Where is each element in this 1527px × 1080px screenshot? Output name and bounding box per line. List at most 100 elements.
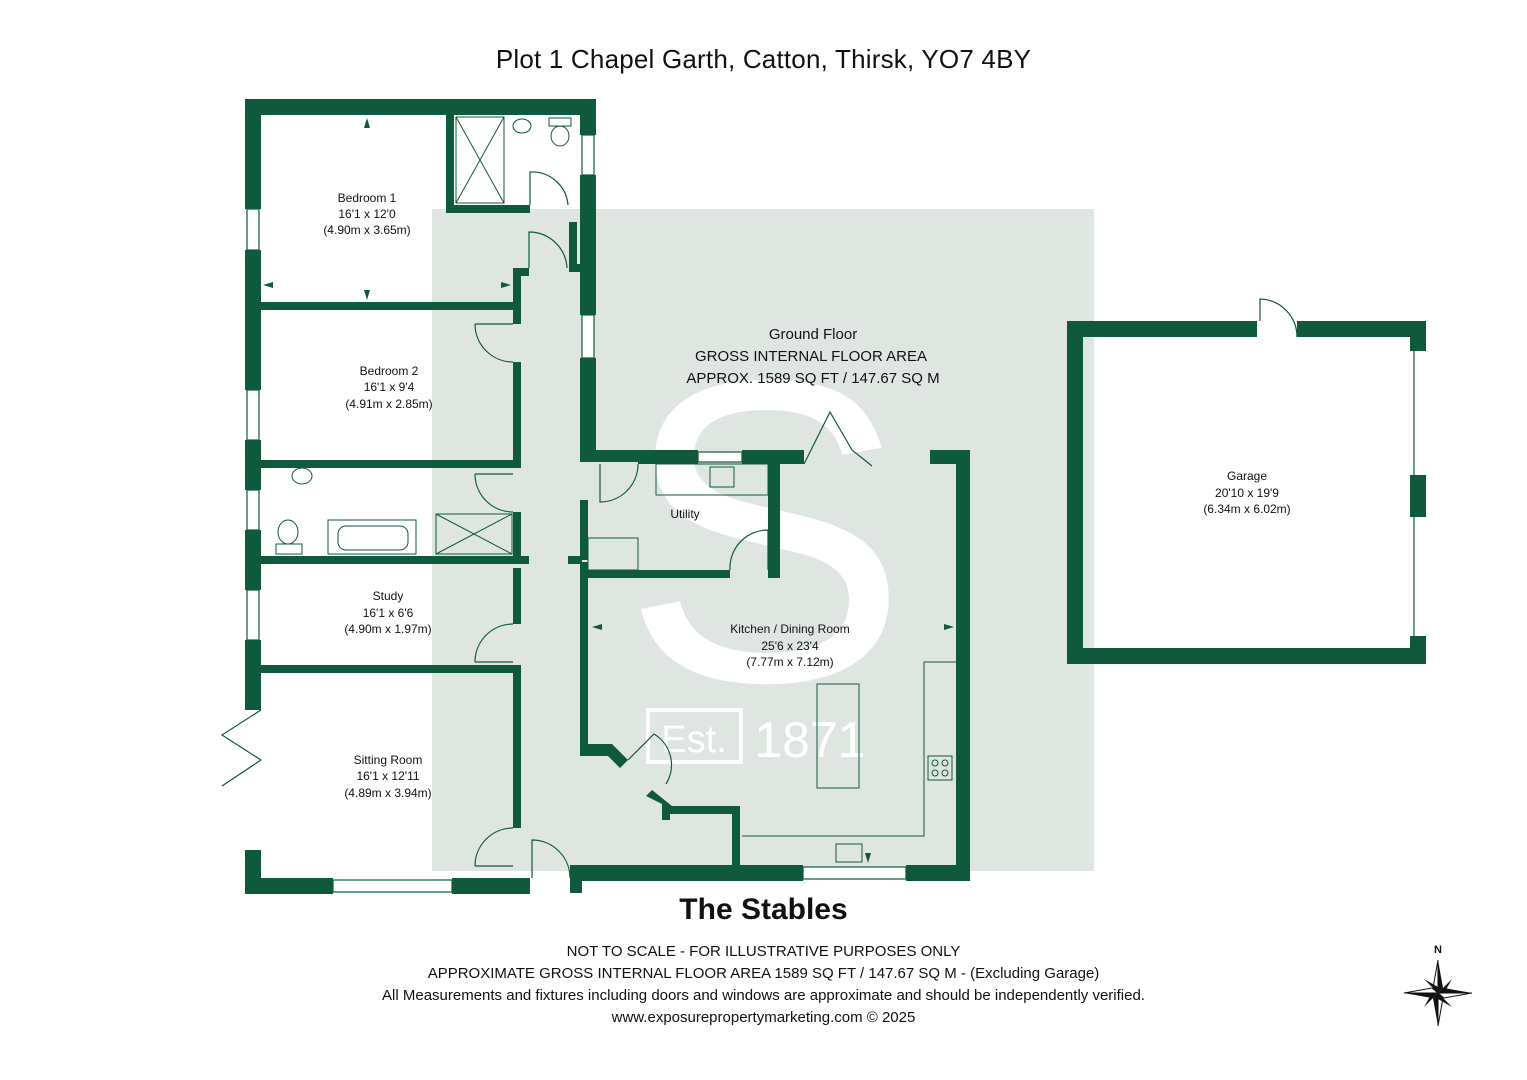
wall-bed1-bed2	[261, 302, 515, 310]
wall-corridor-e	[513, 670, 521, 828]
door-bathroom	[474, 473, 514, 513]
door-sitting	[474, 827, 514, 867]
hob	[927, 755, 953, 781]
room-bedroom2-imperial: 16'1 x 9'4	[364, 380, 415, 394]
wall-left-study-b	[245, 640, 261, 710]
watermark-est: Est.	[661, 719, 726, 761]
room-study-metric: (4.90m x 1.97m)	[344, 622, 431, 636]
windows	[246, 134, 1415, 893]
wall-angled-hall	[580, 744, 628, 768]
wall-utility-right	[768, 464, 780, 578]
utility-worktop	[655, 463, 769, 496]
wall-garage-right-bottom	[1410, 636, 1426, 664]
room-study-imperial: 16'1 x 6'6	[363, 606, 414, 620]
room-garage-imperial: 20'10 x 19'9	[1215, 486, 1279, 500]
room-labels: Bedroom 1 16'1 x 12'0 (4.90m x 3.65m) Be…	[323, 191, 1290, 800]
wall-corridor-a	[513, 268, 521, 324]
wall-ensuite-bottom	[446, 205, 530, 213]
room-garage-metric: (6.34m x 6.02m)	[1203, 502, 1290, 516]
room-study-name: Study	[373, 589, 404, 603]
wall-bottom-step	[570, 865, 582, 893]
wall-garage-bottom	[1067, 648, 1425, 664]
wall-utility-bottom	[580, 570, 730, 578]
room-kitchen-metric: (7.77m x 7.12m)	[746, 655, 833, 669]
wall-ensuite-door-jamb	[569, 222, 577, 270]
basin-ensuite	[512, 118, 532, 134]
door-front	[531, 839, 571, 879]
wall-ensuite-left	[446, 115, 454, 213]
wall-bottom-d	[906, 865, 970, 881]
door-bedroom1	[528, 231, 568, 269]
room-bedroom1-metric: (4.90m x 3.65m)	[323, 223, 410, 237]
window-utility	[697, 451, 743, 463]
toilet-cistern-bathroom	[275, 543, 303, 555]
room-kitchen-name: Kitchen / Dining Room	[730, 622, 849, 636]
window-bed1	[246, 208, 260, 251]
dimension-arrows	[263, 118, 954, 863]
door-study	[474, 623, 514, 663]
footer-area: APPROXIMATE GROSS INTERNAL FLOOR AREA 15…	[427, 965, 1100, 982]
wall-right-mid	[580, 358, 596, 458]
wall-corridor-b	[513, 362, 521, 468]
window-ensuite	[581, 134, 595, 176]
watermark: S Est. 1871	[432, 209, 1094, 871]
room-bedroom1-imperial: 16'1 x 12'0	[338, 207, 396, 221]
wall-left-upper	[245, 99, 261, 209]
wall-bottom-c	[570, 865, 803, 881]
wall-study-sitting	[261, 665, 521, 673]
watermark-year: 1871	[754, 712, 865, 768]
wall-right-upper	[580, 175, 596, 315]
wall-garage-top-a	[1067, 321, 1257, 337]
door-utility-top	[599, 463, 639, 503]
wall-garage-top-b	[1297, 321, 1425, 337]
basin-bathroom	[291, 467, 313, 485]
room-garage-name: Garage	[1227, 469, 1267, 483]
shower-bathroom	[435, 513, 513, 555]
window-sitting	[332, 879, 453, 893]
wall-kitchen-right	[956, 450, 970, 881]
toilet-ensuite	[550, 125, 570, 147]
wall-utility-top-a	[586, 450, 638, 462]
floor-name: Ground Floor	[769, 326, 857, 343]
window-bath	[246, 489, 260, 531]
wall-kitchen-left	[580, 562, 588, 752]
wall-garage-pier	[1410, 475, 1426, 517]
wall-bottom-b	[452, 878, 530, 894]
doors	[220, 171, 1298, 879]
fixtures	[275, 116, 956, 863]
area-value: APPROX. 1589 SQ FT / 147.67 SQ M	[686, 370, 939, 387]
window-kitchen	[802, 866, 907, 880]
room-sitting-name: Sitting Room	[354, 753, 423, 767]
footer-disclaimer-measurements: All Measurements and fixtures including …	[382, 987, 1145, 1004]
wall-utility-left-top	[580, 450, 588, 462]
wall-garage-left	[1067, 321, 1083, 664]
utility-appliance	[587, 537, 639, 571]
room-bedroom2-name: Bedroom 2	[360, 364, 419, 378]
watermark-est-box	[646, 708, 743, 764]
property-name: The Stables	[679, 893, 848, 926]
shower-ensuite	[455, 116, 505, 204]
door-bedroom2	[474, 323, 514, 363]
wall-utility-top-b	[638, 450, 698, 464]
kitchen-sink	[835, 843, 863, 863]
floor-summary: Ground Floor GROSS INTERNAL FLOOR AREA A…	[686, 326, 939, 387]
kitchen-island	[816, 683, 860, 789]
toilet-bathroom	[277, 519, 299, 545]
window-hall	[581, 314, 595, 359]
wall-ensuite-door-cap	[569, 264, 596, 272]
kitchen-worktop	[742, 661, 956, 837]
room-utility-name: Utility	[670, 507, 699, 521]
toilet-cistern-ensuite	[548, 117, 572, 127]
door-garage	[1259, 298, 1298, 338]
wall-bottom-a	[245, 878, 333, 894]
wall-corridor-c	[513, 512, 521, 564]
wall-utility-nub	[568, 556, 582, 564]
wall-corridor-a-cap	[513, 268, 529, 276]
plan-title: Plot 1 Chapel Garth, Catton, Thirsk, YO7…	[495, 44, 1032, 74]
door-bifold-sitting	[220, 709, 263, 787]
door-utility-kitchen	[729, 529, 769, 571]
door-hall-kitchen	[627, 733, 673, 785]
wall-utility-left	[580, 500, 588, 560]
wall-bath-study	[261, 556, 529, 564]
